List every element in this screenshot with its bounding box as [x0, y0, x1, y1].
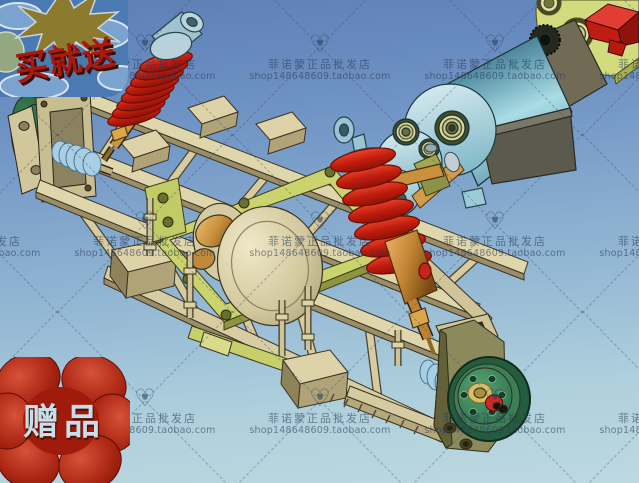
cv-boot	[51, 140, 114, 177]
pillow-block	[461, 187, 487, 209]
axle-housing	[190, 202, 324, 327]
brake-disc-right	[447, 356, 531, 442]
gift-badge: 赠品	[0, 352, 139, 483]
green-blob	[0, 31, 25, 73]
shock-absorber-front	[101, 11, 204, 162]
gift-badge-text: 赠品	[22, 402, 105, 443]
bronze-strut-body	[384, 229, 438, 355]
frame-corner-block	[109, 239, 177, 300]
coil-spring-front	[107, 51, 193, 127]
gift-flower-art	[0, 352, 139, 483]
red-bushing	[418, 262, 432, 280]
motor-assembly	[373, 19, 608, 217]
hex-nut	[110, 125, 129, 142]
shock-cap-front	[149, 11, 204, 61]
flange-bearing-1	[434, 110, 470, 146]
left-hub-assembly	[7, 91, 114, 203]
burst-shape	[13, 0, 121, 64]
red-block	[583, 3, 639, 57]
promo-sticker: 买就送	[0, 0, 128, 97]
flange-bearing-2	[392, 118, 420, 146]
bearing-small	[536, 0, 562, 16]
right-hub-assembly	[419, 313, 531, 453]
threaded-rods	[143, 198, 405, 366]
spring-mount-block	[280, 349, 349, 410]
flower-center	[23, 387, 99, 455]
shock-absorber-center	[330, 116, 445, 355]
promo-sticker-art	[0, 0, 128, 97]
